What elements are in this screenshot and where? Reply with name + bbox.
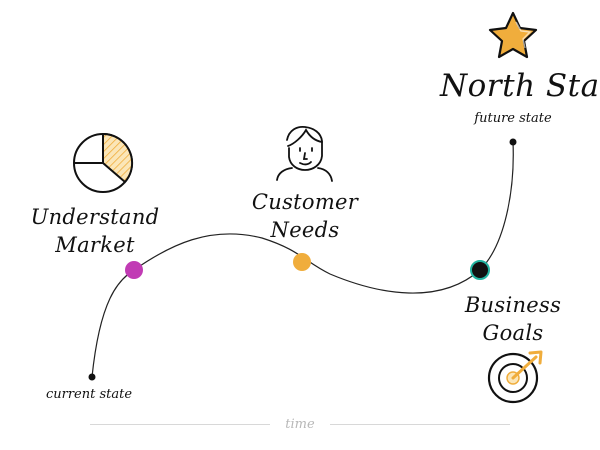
star-icon <box>488 11 538 59</box>
customer-needs-label: Customer Needs <box>240 188 370 244</box>
future-state-label: future state <box>474 111 552 126</box>
market-label-line2: Market <box>55 233 135 257</box>
time-axis: time <box>90 417 510 432</box>
business-milestone-dot <box>470 260 490 280</box>
time-axis-line-left <box>90 424 270 425</box>
target-icon <box>487 350 543 404</box>
time-axis-label: time <box>285 417 315 432</box>
future-state-dot <box>509 138 517 146</box>
current-state-label: current state <box>45 387 133 402</box>
business-label-line1: Business <box>464 293 562 317</box>
business-label-line2: Goals <box>482 321 544 345</box>
market-label-line1: Understand <box>30 205 160 229</box>
person-icon <box>276 125 333 182</box>
market-milestone-dot <box>125 261 143 279</box>
north-star-title: North Star <box>440 68 600 104</box>
customer-label-line1: Customer <box>251 190 359 214</box>
business-goals-label: Business Goals <box>448 291 578 347</box>
understand-market-label: Understand Market <box>30 203 160 259</box>
customer-milestone-dot <box>293 253 311 271</box>
customer-label-line2: Needs <box>270 218 340 242</box>
pie-chart-icon <box>73 132 134 193</box>
current-state-dot <box>88 373 96 381</box>
time-axis-line-right <box>330 424 510 425</box>
